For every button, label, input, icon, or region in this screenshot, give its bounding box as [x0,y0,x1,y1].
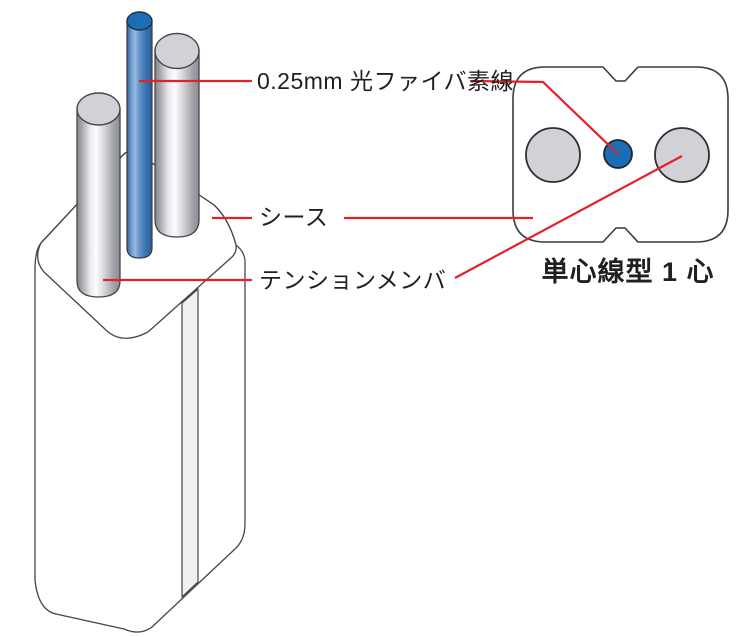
fiber-cylinder [126,11,153,259]
label-tension-member: テンションメンバ [259,267,446,293]
cross-section-caption: 単心線型 1 心 [541,256,714,287]
leader-lines [103,79,683,282]
cross-section-view [512,66,729,243]
tension-member-rear-cylinder [154,32,200,238]
cross-section-tension-member-left [525,127,581,183]
cable-3d-view [34,11,246,633]
tension-member-front-cylinder [76,92,121,298]
leader-tension-diagonal [454,155,683,279]
cable-groove [181,288,199,598]
fiber-cylinder-body [126,20,153,259]
label-sheath: シース [259,204,328,230]
tension-member-rear-top [154,32,200,70]
leader-fiber-right [469,79,619,155]
fiber-cylinder-top [126,11,153,31]
label-fiber: 0.25mm 光ファイバ素線 [257,68,514,94]
labels: 0.25mm 光ファイバ素線 シース テンションメンバ 単心線型 1 心 [257,68,714,293]
tension-member-front-body [76,108,121,298]
cross-section-tension-member-right [654,127,710,183]
tension-member-front-top [76,92,121,126]
tension-member-rear-body [154,49,200,238]
